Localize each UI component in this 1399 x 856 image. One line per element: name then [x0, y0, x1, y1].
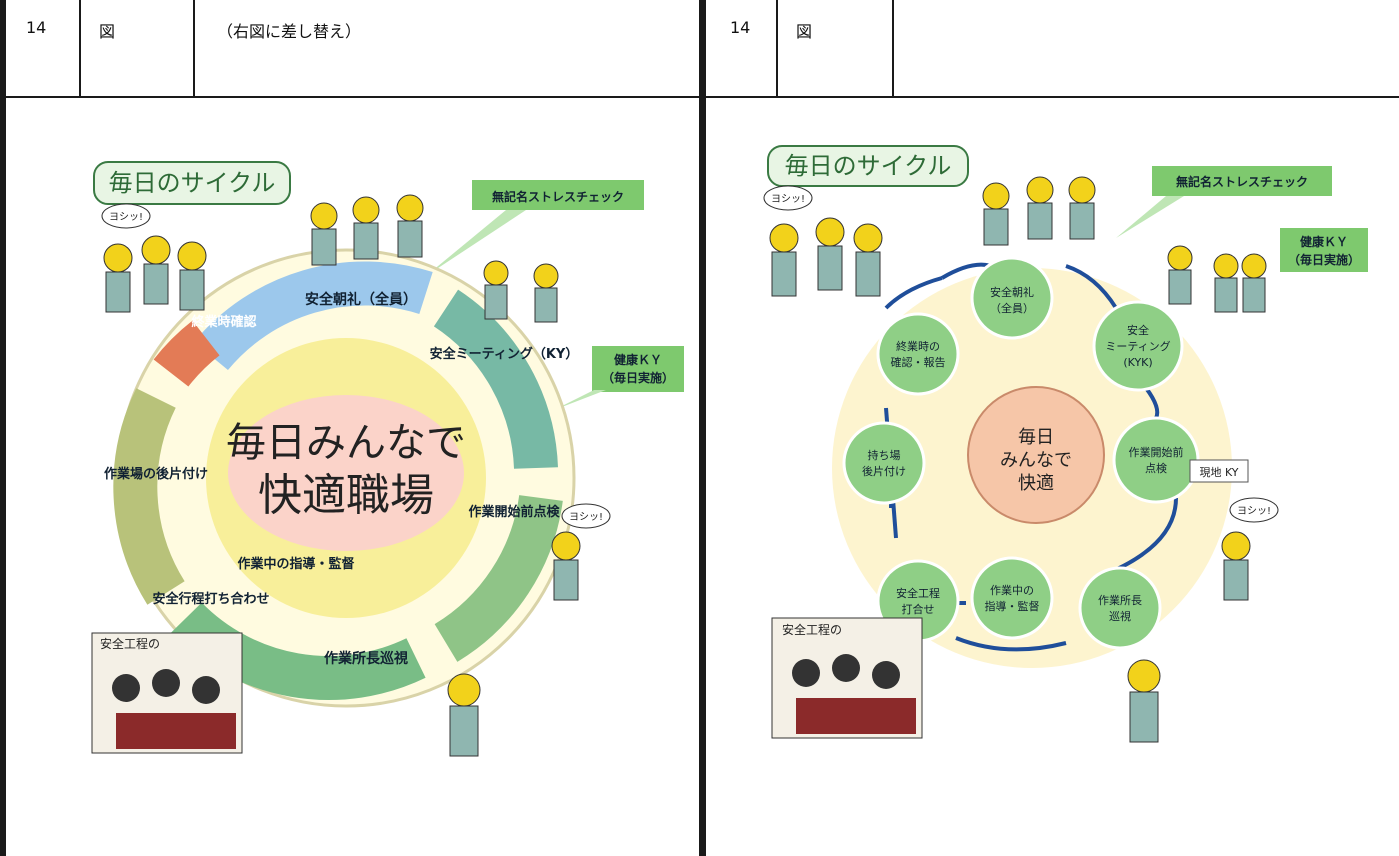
left-title-box	[93, 161, 291, 205]
right-cycle-arrow	[1144, 386, 1160, 419]
svg-text:安全朝礼: 安全朝礼	[990, 285, 1034, 299]
left-item-number: 14	[6, 0, 81, 96]
right-stress-callout	[1152, 166, 1332, 196]
right-meeting-scene: 安全工程の	[771, 617, 923, 739]
svg-text:指導・監督: 指導・監督	[985, 599, 1040, 613]
left-workers-group-topleft	[103, 235, 207, 313]
svg-text:巡視: 巡視	[1109, 609, 1131, 623]
svg-text:（全員）: （全員）	[990, 301, 1034, 315]
right-ky-callout-line2: （毎日実施）	[1288, 252, 1360, 267]
svg-text:確認・報告: 確認・報告	[891, 355, 946, 369]
left-stress-callout-text: 無記名ストレスチェック	[492, 189, 624, 204]
right-ky-callout-line1: 健康ＫＹ	[1300, 234, 1348, 249]
left-figure-panel: 14 図 （右図に差し替え） 毎日のサイクル 無記名ストレスチェック 健康ＫＹ …	[0, 0, 704, 856]
right-center-text: みんなで	[1000, 450, 1072, 471]
right-center-text: 毎日	[1018, 427, 1054, 448]
left-arrow-segment	[433, 289, 558, 470]
left-meeting-caption: 安全工程の	[100, 636, 160, 651]
right-workers-group-top	[982, 176, 1096, 246]
right-figure-panel: 14 図 毎日のサイクル 無記名ストレスチェック 健康ＫＹ （毎日実施） 毎日 …	[704, 0, 1399, 856]
svg-text:ミーティング: ミーティング	[1105, 339, 1170, 353]
right-cycle-node: 作業所長 巡視	[1078, 566, 1162, 650]
right-genchi-ky-label: 現地 KY	[1199, 466, 1238, 479]
left-center-line1: 毎日みんなで	[226, 420, 466, 466]
right-ky-callout	[1280, 228, 1368, 272]
svg-text:終業時の: 終業時の	[896, 339, 940, 353]
left-figure-label: 図	[81, 0, 195, 96]
left-step-label: 安全行程打ち合わせ	[152, 591, 269, 607]
svg-text:安全工程: 安全工程	[896, 586, 940, 600]
left-speech-bubbles: ヨシッ! ヨシッ!	[101, 203, 611, 529]
left-meeting-scene: 安全工程の	[91, 632, 243, 754]
svg-text:作業中の: 作業中の	[990, 584, 1034, 597]
right-stress-pointer	[1116, 196, 1184, 238]
left-workers-group-top	[310, 194, 424, 266]
left-step-label: 作業開始前点検	[468, 504, 560, 520]
right-cycle-node: 作業開始前 点検	[1112, 416, 1200, 504]
left-step-label: 作業所長巡視	[324, 650, 408, 667]
left-step-label: 終業時確認	[191, 314, 256, 330]
right-cycle-arrow	[955, 636, 1067, 652]
right-cycle-node: 安全 ミーティング (KYK)	[1092, 300, 1184, 392]
left-stress-pointer	[426, 210, 526, 276]
right-genchi-ky-box	[1189, 459, 1249, 483]
svg-text:打合せ: 打合せ	[902, 602, 935, 616]
svg-text:安全: 安全	[1127, 323, 1149, 337]
svg-text:ヨシッ!: ヨシッ!	[771, 194, 805, 205]
left-diagram-title: 毎日のサイクル	[109, 169, 276, 197]
left-workers-group-right	[483, 260, 559, 323]
right-cycle-arrow	[884, 276, 943, 310]
svg-text:ヨシッ!: ヨシッ!	[109, 212, 143, 223]
right-cycle-arrow	[1065, 264, 1118, 310]
right-workers-group-right	[1167, 245, 1267, 313]
right-cycle-illustration: 毎日のサイクル 無記名ストレスチェック 健康ＫＹ （毎日実施） 毎日 みんなで …	[763, 145, 1368, 743]
right-cycle-node: 作業中の 指導・監督	[970, 556, 1054, 640]
left-arrow-segment	[194, 261, 433, 371]
left-center-line2: 快適職場	[258, 470, 434, 521]
right-figure-label: 図	[778, 0, 894, 96]
svg-text:(KYK): (KYK)	[1123, 356, 1152, 369]
right-center-text: 快適	[1018, 473, 1054, 494]
left-arrow-segment	[434, 494, 563, 662]
right-item-number: 14	[706, 0, 778, 96]
left-ky-callout-line1: 健康ＫＹ	[614, 352, 662, 367]
right-meeting-caption: 安全工程の	[782, 622, 842, 637]
left-worker-bottomright	[447, 531, 581, 757]
right-speech-bubbles: ヨシッ! ヨシッ!	[763, 185, 1279, 523]
left-replace-note: （右図に差し替え）	[217, 22, 362, 41]
svg-text:後片付け: 後片付け	[862, 464, 906, 478]
left-cycle-illustration: 毎日のサイクル 無記名ストレスチェック 健康ＫＹ （毎日実施） 毎日みんなで 快…	[91, 161, 684, 757]
left-ky-callout-line2: （毎日実施）	[602, 370, 674, 385]
left-arrow-segment	[153, 320, 220, 387]
svg-text:作業所長: 作業所長	[1098, 594, 1142, 607]
right-diagram-title: 毎日のサイクル	[785, 152, 952, 180]
left-header-row: 14 図 （右図に差し替え）	[6, 0, 699, 98]
left-step-label: 安全朝礼（全員）	[305, 291, 417, 308]
svg-text:ヨシッ!: ヨシッ!	[569, 512, 603, 523]
svg-text:持ち場: 持ち場	[868, 448, 901, 462]
right-cycle-node: 終業時の 確認・報告	[876, 312, 960, 396]
svg-text:作業開始前: 作業開始前	[1129, 445, 1184, 459]
left-arrow-segment	[113, 388, 185, 605]
right-cycle-node: 安全朝礼 （全員）	[970, 256, 1054, 340]
left-stress-callout	[472, 180, 644, 210]
left-step-label: 安全ミーティング（KY）	[430, 346, 579, 362]
right-workers-group-topleft	[769, 217, 883, 297]
right-center-circle	[967, 386, 1105, 524]
right-header-row: 14 図	[706, 0, 1399, 98]
right-cycle-node: 持ち場 後片付け	[842, 421, 926, 505]
left-step-label: 作業中の指導・監督	[237, 556, 354, 572]
svg-text:ヨシッ!: ヨシッ!	[1237, 506, 1271, 517]
left-center-cloud	[228, 395, 464, 551]
right-worker-bottomright	[1127, 531, 1251, 743]
right-stress-callout-text: 無記名ストレスチェック	[1176, 174, 1308, 189]
left-ky-pointer	[554, 390, 606, 410]
left-step-label: 作業場の後片付け	[104, 466, 208, 482]
right-title-box	[767, 145, 969, 187]
svg-text:点検: 点検	[1145, 461, 1167, 475]
left-ky-callout	[592, 346, 684, 392]
